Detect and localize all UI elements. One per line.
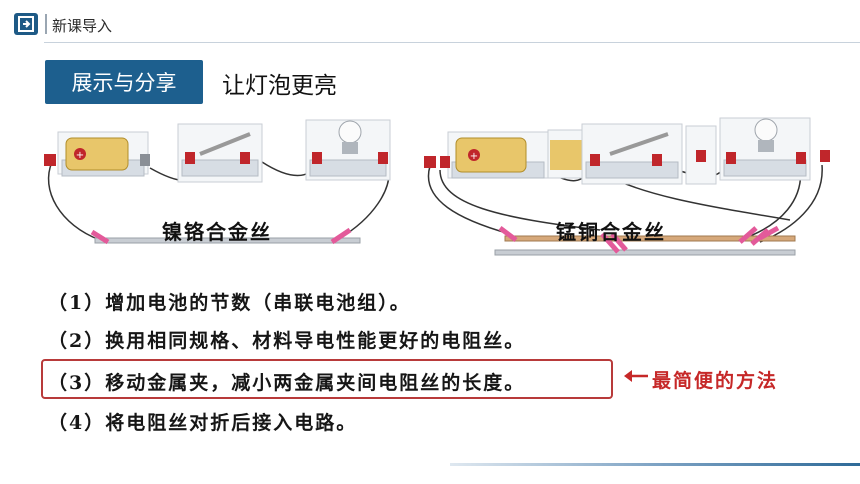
section-title: 让灯泡更亮	[222, 73, 337, 99]
header-title: 新课导入	[52, 17, 113, 35]
footer-bar	[450, 463, 860, 466]
circuit-diagram: + +	[44, 117, 830, 256]
battery-plus-icon	[74, 148, 86, 160]
svg-text:+: +	[76, 150, 84, 161]
left-circuit: +	[44, 119, 391, 245]
manganin-wire-label: 锰铜合金丝	[556, 220, 666, 244]
svg-text:+: +	[470, 151, 478, 162]
simplest-method-note: 最简便的方法	[652, 370, 779, 392]
header-underline	[44, 42, 860, 43]
list-item-2: （2）换用相同规格、材料导电性能更好的电阻丝。	[48, 330, 526, 352]
section-badge: 展示与分享	[45, 60, 203, 104]
nichrome-wire	[94, 237, 361, 244]
clip	[44, 154, 56, 166]
manganin-wire	[504, 235, 796, 242]
return-icon[interactable]	[14, 13, 38, 35]
list-item-4: （4）将电阻丝对折后接入电路。	[48, 412, 358, 434]
arrow-left-icon	[624, 370, 648, 382]
list-item-1: （1）增加电池的节数（串联电池组）。	[48, 292, 411, 314]
bulb	[338, 120, 362, 144]
highlight-box	[41, 359, 613, 399]
header-divider	[45, 14, 47, 34]
battery	[65, 137, 129, 171]
list-item-3: （3）移动金属夹，减小两金属夹间电阻丝的长度。	[48, 372, 526, 394]
header: 新课导入	[0, 0, 860, 44]
right-circuit: +	[424, 117, 830, 256]
nichrome-wire-label: 镍铬合金丝	[162, 220, 272, 244]
